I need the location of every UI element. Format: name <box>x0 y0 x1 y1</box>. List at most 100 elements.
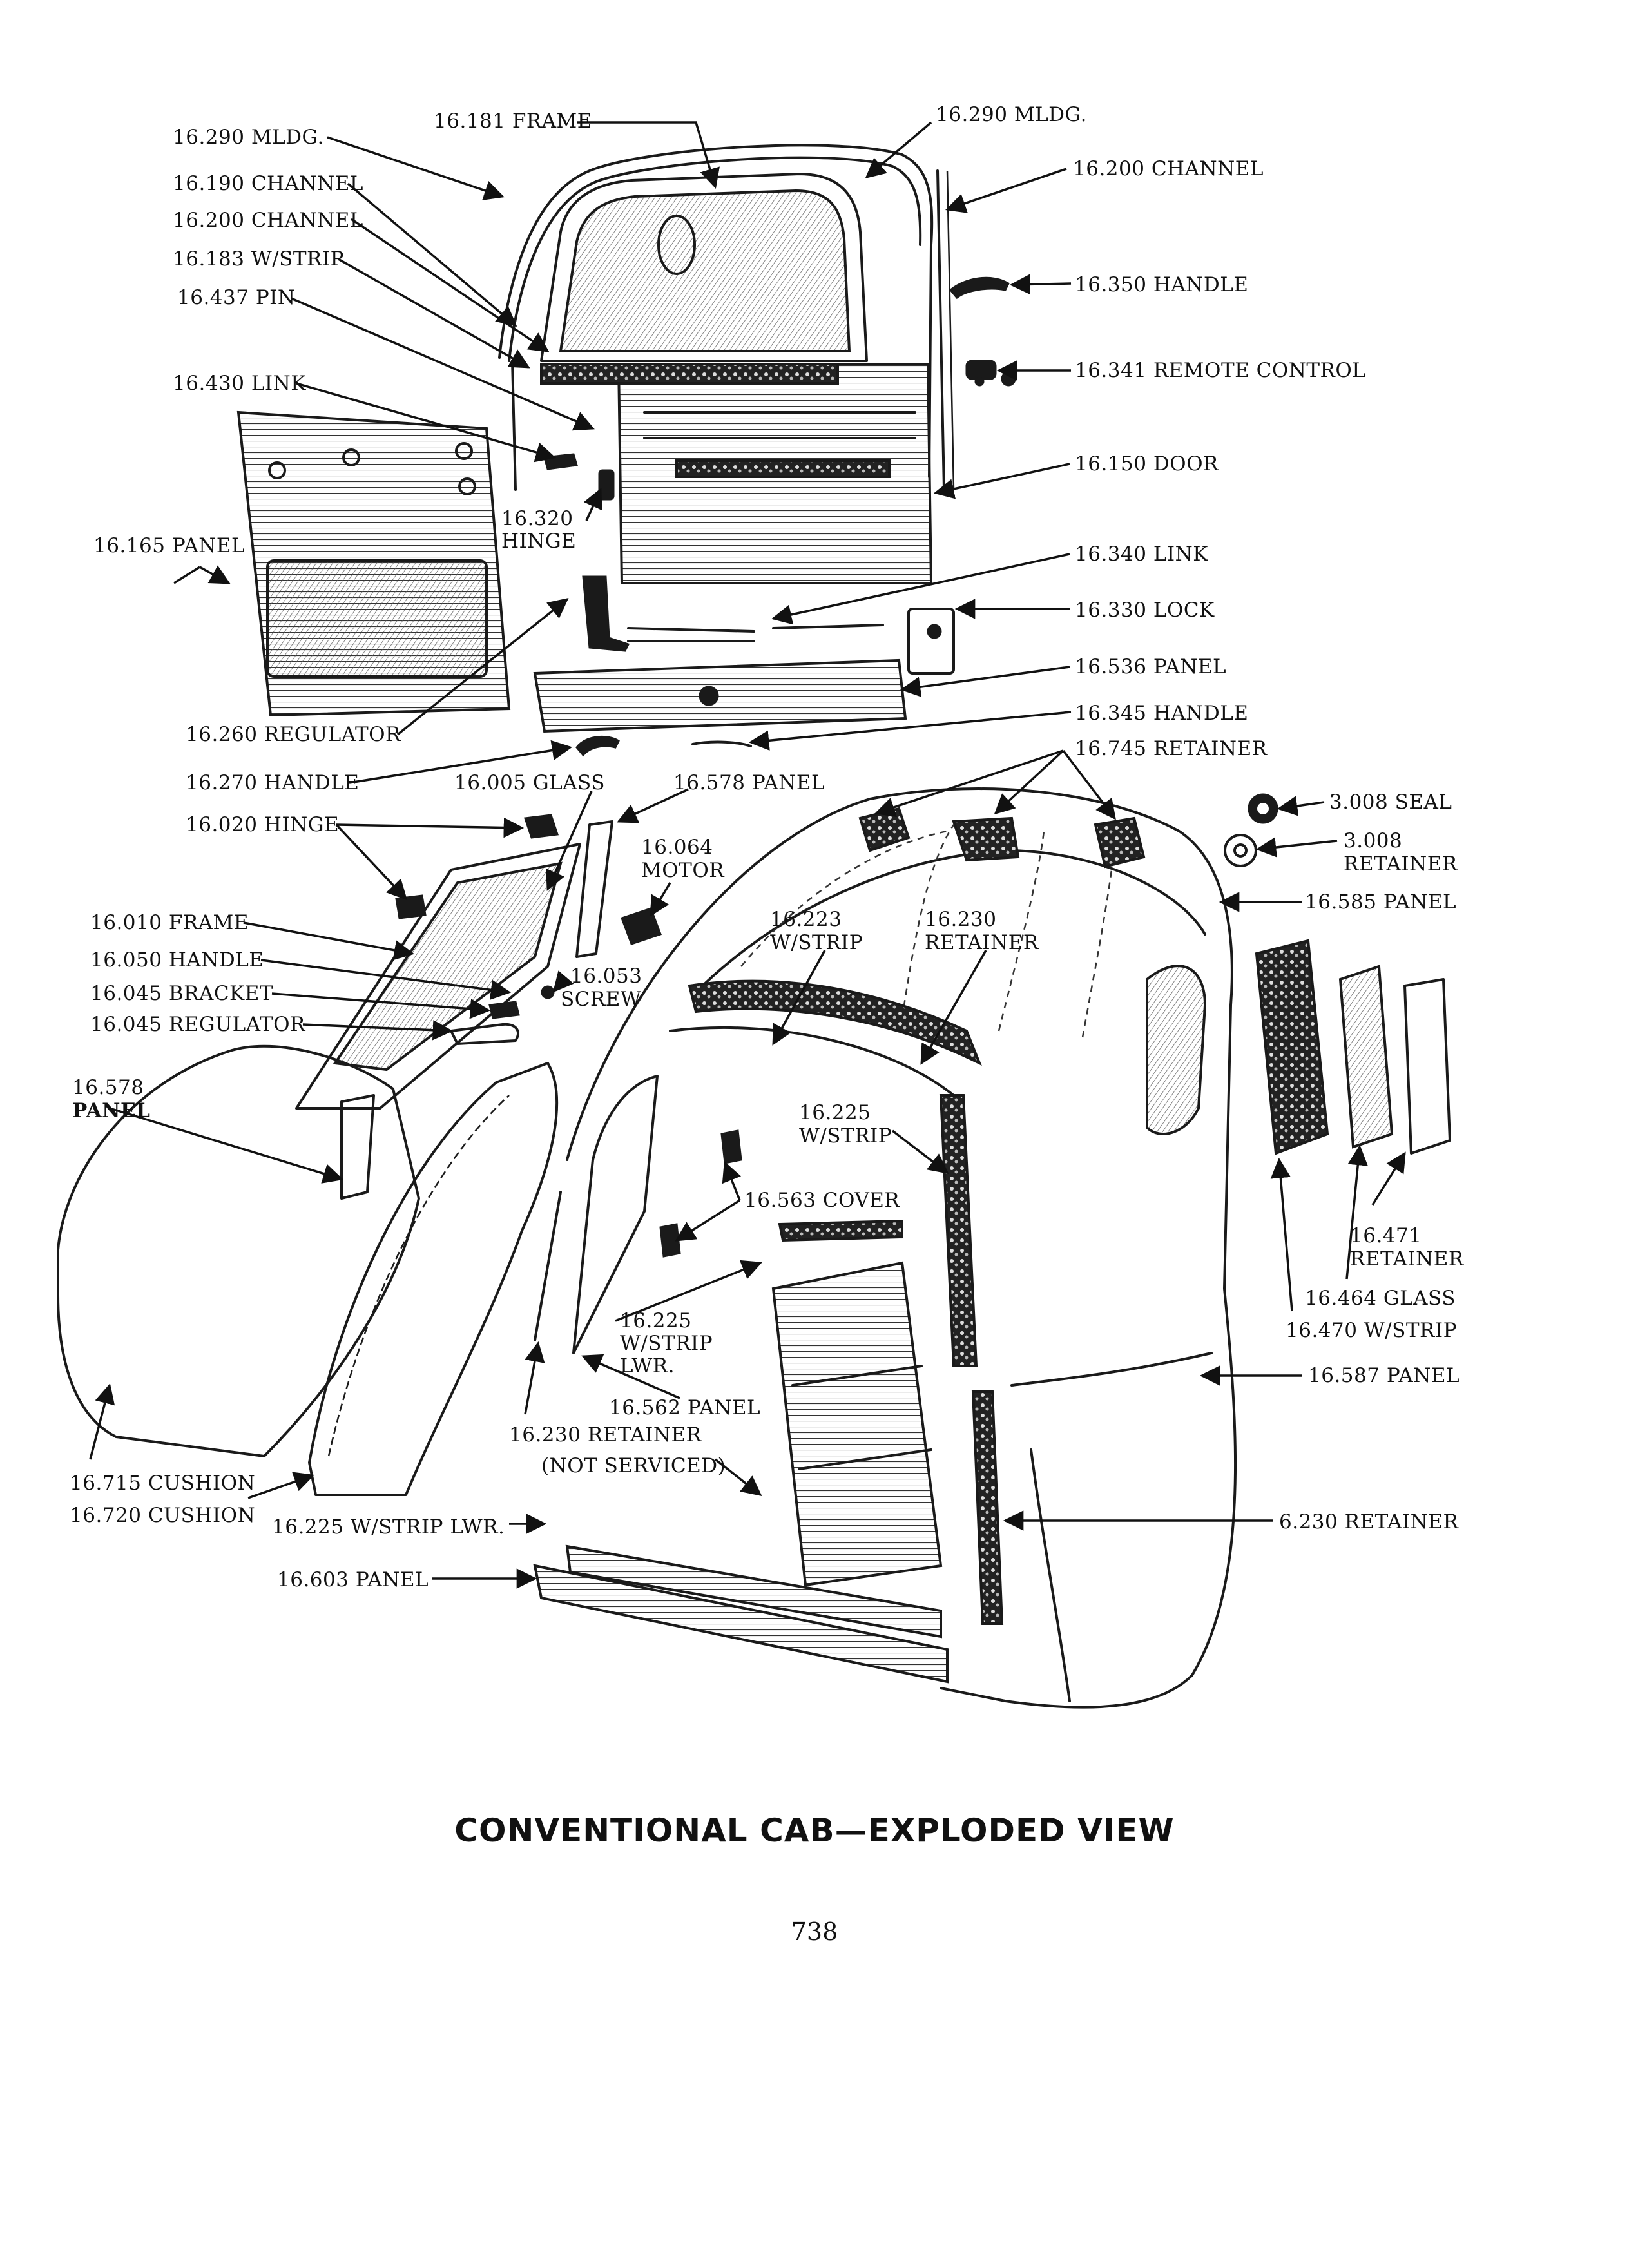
roof-seam-1 <box>740 830 948 967</box>
callout-link-340: 16.340 LINK <box>1075 543 1208 566</box>
handle-345-part <box>691 740 752 747</box>
callout-frame-010: 16.010 FRAME <box>90 911 249 934</box>
door-inner-strip <box>675 459 891 478</box>
cab-floor-crossmember <box>791 1365 923 1387</box>
callout-panel-603: 16.603 PANEL <box>277 1568 429 1591</box>
screw-053-part <box>541 985 555 999</box>
link-340-part <box>772 624 884 629</box>
page-number: 738 <box>791 1917 838 1946</box>
callout-retainer-230-lwr: 16.230 RETAINER <box>509 1423 702 1446</box>
callout-retainer-745: 16.745 RETAINER <box>1075 737 1268 760</box>
callout-channel-right: 16.200 CHANNEL <box>1073 157 1264 180</box>
regulator-045-part <box>450 1023 519 1045</box>
callout-frame-top: 16.181 FRAME <box>434 110 592 133</box>
callout-not-serviced: (NOT SERVICED) <box>541 1454 726 1477</box>
hinge-020-part-b <box>395 894 427 919</box>
callout-handle-270: 16.270 HANDLE <box>186 771 359 794</box>
bracket-045-part <box>488 1001 520 1019</box>
door-moulding-inner <box>508 156 922 362</box>
callout-mldg-left: 16.290 MLDG. <box>173 126 324 149</box>
panel-578-top-part <box>575 820 613 958</box>
retainer-745-b <box>952 816 1020 862</box>
rear-retainer-471-part <box>1403 978 1451 1155</box>
callout-panel-578-top: 16.578 PANEL <box>673 771 825 794</box>
roof-seam-4 <box>1081 843 1116 1038</box>
cowl-weatherstrip <box>778 1219 903 1242</box>
window-frame <box>540 173 868 362</box>
cushion-720-part <box>308 1062 559 1496</box>
callout-handle-350: 16.350 HANDLE <box>1075 273 1248 296</box>
callout-link-430: 16.430 LINK <box>173 372 306 395</box>
callout-door-150: 16.150 DOOR <box>1075 452 1219 476</box>
callout-remote-341: 16.341 REMOTE CONTROL <box>1075 359 1365 382</box>
channel-right-part-2 <box>946 170 955 490</box>
hinge-020-part-a <box>523 814 559 839</box>
door-handle-part <box>949 276 1010 300</box>
callout-cover-563: 16.563 COVER <box>744 1189 900 1212</box>
callout-labels: 16.290 MLDG. 16.181 FRAME 16.290 MLDG. 1… <box>70 103 1465 1591</box>
panel-603-lower-part <box>565 1544 942 1639</box>
retainer-3008-part <box>1224 834 1257 867</box>
cushion-715-part <box>57 1044 420 1457</box>
panel-603-part <box>533 1564 949 1684</box>
remote-control-part <box>965 360 1016 387</box>
callout-retainer-6230: 6.230 RETAINER <box>1279 1510 1459 1533</box>
cab-floor-part <box>771 1261 943 1587</box>
callout-cushion-720: 16.720 CUSHION <box>70 1504 255 1527</box>
callout-panel-587: 16.587 PANEL <box>1308 1364 1460 1387</box>
windshield-weatherstrip <box>688 979 982 1066</box>
panel-536-part <box>533 658 907 733</box>
door-opening-weatherstrip <box>939 1094 978 1367</box>
vent-glass-part <box>333 861 563 1072</box>
motor-064-part <box>621 907 662 945</box>
callout-handle-050: 16.050 HANDLE <box>90 948 264 972</box>
callout-regulator-045: 16.045 REGULATOR <box>90 1013 306 1036</box>
callout-mldg-right: 16.290 MLDG. <box>936 103 1087 126</box>
leader-lines <box>89 121 1406 1589</box>
callout-pin-437: 16.437 PIN <box>177 286 296 309</box>
callout-hinge-020: 16.020 HINGE <box>186 813 339 836</box>
cowl-side-line-2 <box>1030 1448 1071 1702</box>
rear-wstrip-470-part <box>1255 939 1329 1155</box>
retainer-230-lwr-part <box>534 1191 562 1341</box>
cushion-720-seam <box>327 1095 510 1457</box>
window-glass <box>559 189 851 352</box>
callout-glass-005: 16.005 GLASS <box>454 771 605 794</box>
callout-panel-165: 16.165 PANEL <box>93 534 245 557</box>
callout-lock-330: 16.330 LOCK <box>1075 599 1215 622</box>
channel-left-part <box>511 360 517 491</box>
rear-glass-464-part <box>1338 965 1394 1149</box>
panel-578-left-part <box>340 1094 375 1200</box>
callout-wstrip-183: 16.183 W/STRIP <box>173 247 344 271</box>
callout-glass-464: 16.464 GLASS <box>1305 1287 1456 1310</box>
callout-panel-585: 16.585 PANEL <box>1305 890 1456 914</box>
cab-body <box>533 787 1451 1709</box>
cover-563-a <box>720 1129 742 1164</box>
door-assembly <box>498 144 1016 584</box>
figure-caption: CONVENTIONAL CAB—EXPLODED VIEW <box>454 1812 1175 1849</box>
door-moulding <box>498 144 934 478</box>
callout-wstrip-470: 16.470 W/STRIP <box>1286 1319 1457 1342</box>
vent-window-latch <box>657 215 696 275</box>
cowl-side-line <box>1010 1352 1213 1387</box>
callout-seal-3008: 3.008 SEAL <box>1329 791 1452 814</box>
handle-270-part <box>575 735 620 757</box>
retainer-6230-part <box>971 1390 1004 1625</box>
callout-channel-200: 16.200 CHANNEL <box>173 209 363 232</box>
vent-window-assembly <box>295 814 662 1110</box>
back-window-opening <box>1146 965 1207 1135</box>
door-weatherstrip <box>540 363 839 385</box>
callout-wstrip-225-lwr2: 16.225 W/STRIP LWR. <box>272 1515 505 1539</box>
hinge-320-part <box>598 469 615 501</box>
